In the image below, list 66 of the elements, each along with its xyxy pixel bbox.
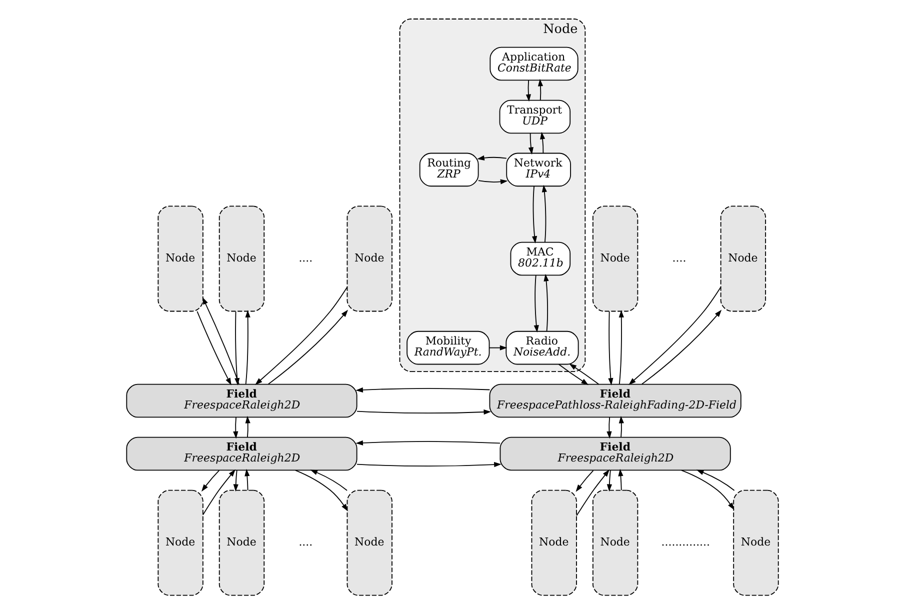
arrow: [618, 468, 624, 491]
node-box: Node: [592, 490, 638, 596]
arrow: [255, 286, 348, 385]
arrow: [245, 310, 250, 384]
arrow: [244, 468, 250, 491]
label: ....: [672, 252, 686, 265]
arrow: [268, 310, 348, 384]
label: ....: [298, 252, 313, 265]
arrow: [544, 274, 549, 332]
arrow: [628, 286, 722, 385]
node-box: Node: [592, 206, 638, 312]
node-box: Node: [531, 490, 577, 596]
node-box: Transport UDP: [499, 100, 571, 134]
node-box: Node: [346, 490, 392, 596]
arrow: [201, 470, 220, 492]
arrow: [477, 155, 507, 160]
arrow: [488, 345, 508, 350]
arrow: [534, 274, 539, 332]
arrow: [681, 470, 734, 510]
arrow: [540, 132, 546, 154]
label: ..............: [661, 536, 710, 549]
arrow: [196, 311, 232, 386]
node-box: MAC 802.11b: [510, 242, 571, 276]
arrow: [642, 310, 722, 384]
arrow: [606, 470, 612, 492]
node-box: Field FreespacePathloss-RaleighFading-2D-Field: [489, 384, 742, 418]
node-box: Node: [346, 206, 392, 312]
arrow: [233, 470, 238, 492]
node-box: Routing ZRP: [419, 152, 479, 187]
node-box: Node: [158, 206, 204, 312]
arrow: [696, 470, 735, 491]
node-box: Mobility RandWayPt.: [406, 330, 490, 365]
arrow: [356, 440, 500, 446]
node-box: Radio NoiseAdd.: [506, 330, 579, 365]
arrow: [618, 310, 624, 384]
arrow: [295, 470, 348, 512]
label: ....: [298, 536, 313, 549]
arrow: [478, 179, 508, 184]
arrow: [576, 469, 610, 516]
node-box: Node: [720, 206, 766, 312]
node-box: Node: [218, 206, 265, 312]
arrow: [569, 364, 600, 385]
arrow: [618, 416, 624, 438]
arrow: [245, 416, 250, 438]
node-box: Field FreespaceRaleigh2D: [500, 436, 731, 471]
arrow: [558, 364, 589, 386]
node-box: Node: [158, 490, 204, 596]
arrow: [356, 409, 492, 415]
node-box: Node: [218, 490, 265, 596]
node-box: Node: [733, 490, 779, 596]
arrow: [528, 132, 534, 155]
arrow: [532, 186, 538, 244]
arrow: [310, 470, 348, 491]
arrow: [356, 462, 502, 468]
node-box: Field FreespaceRaleigh2D: [126, 436, 358, 471]
arrow: [233, 416, 238, 439]
node-box: Network IPv4: [506, 152, 572, 187]
arrow: [538, 78, 544, 101]
arrow: [606, 416, 612, 439]
arrow: [576, 470, 594, 492]
arrow: [356, 387, 490, 393]
arrow: [526, 80, 531, 102]
node-box: Application ConstBitRate: [490, 46, 578, 81]
arrow: [608, 311, 614, 386]
arrow: [542, 184, 547, 243]
node-box: Field FreespaceRaleigh2D: [126, 384, 358, 418]
